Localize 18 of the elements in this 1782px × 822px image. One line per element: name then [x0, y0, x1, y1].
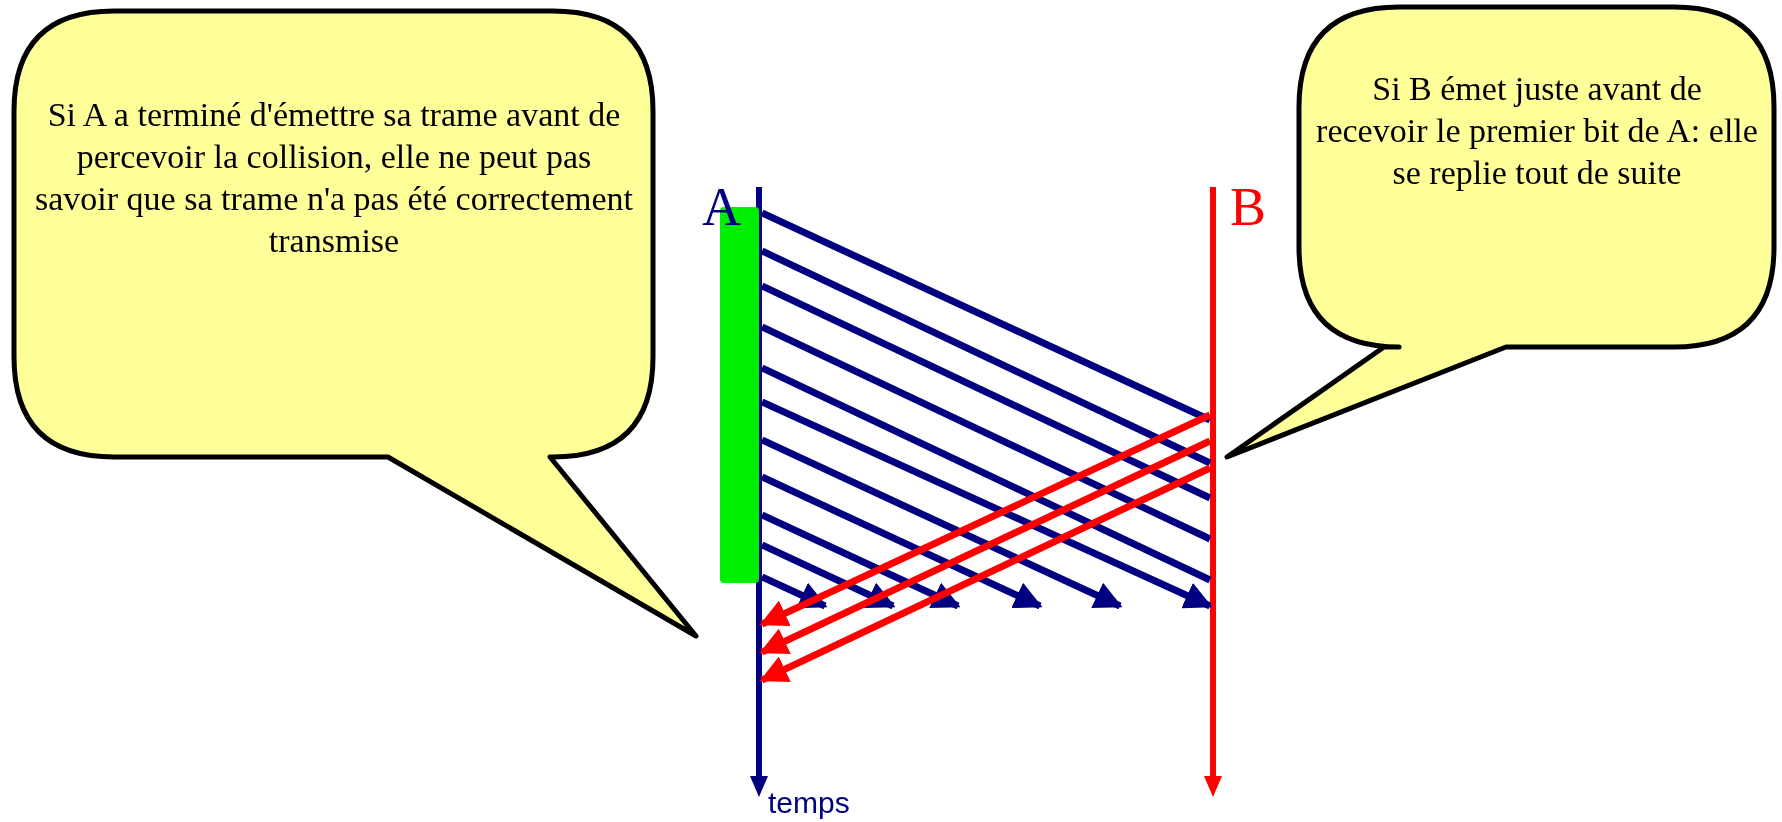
signal-arrow — [760, 436, 1123, 610]
signal-line — [760, 247, 1212, 467]
station-label: B — [1230, 180, 1267, 234]
bubble-text: Si A a terminé d'émettre sa trame avant de percevoir la collision, elle ne peut pas savoir que sa trame n'a pas été correctement transmise — [34, 95, 634, 261]
signal-arrow — [759, 437, 1212, 656]
signal-arrow — [760, 541, 896, 610]
signal-line — [760, 364, 1212, 584]
signal-arrow — [760, 511, 961, 610]
signal-line — [760, 323, 1212, 543]
speech-bubble — [1222, 4, 1780, 462]
bubble-text: Si B émet juste avant de recevoir le premier bit de A: elle se replie tout de suite — [1315, 69, 1759, 193]
axis-label: temps — [768, 786, 850, 820]
signal-arrow — [760, 473, 1043, 610]
signal-arrow — [759, 464, 1212, 684]
signal-line — [760, 282, 1212, 502]
signal-line — [760, 209, 1212, 424]
signal-arrow — [760, 573, 828, 610]
station-label: A — [702, 180, 741, 234]
